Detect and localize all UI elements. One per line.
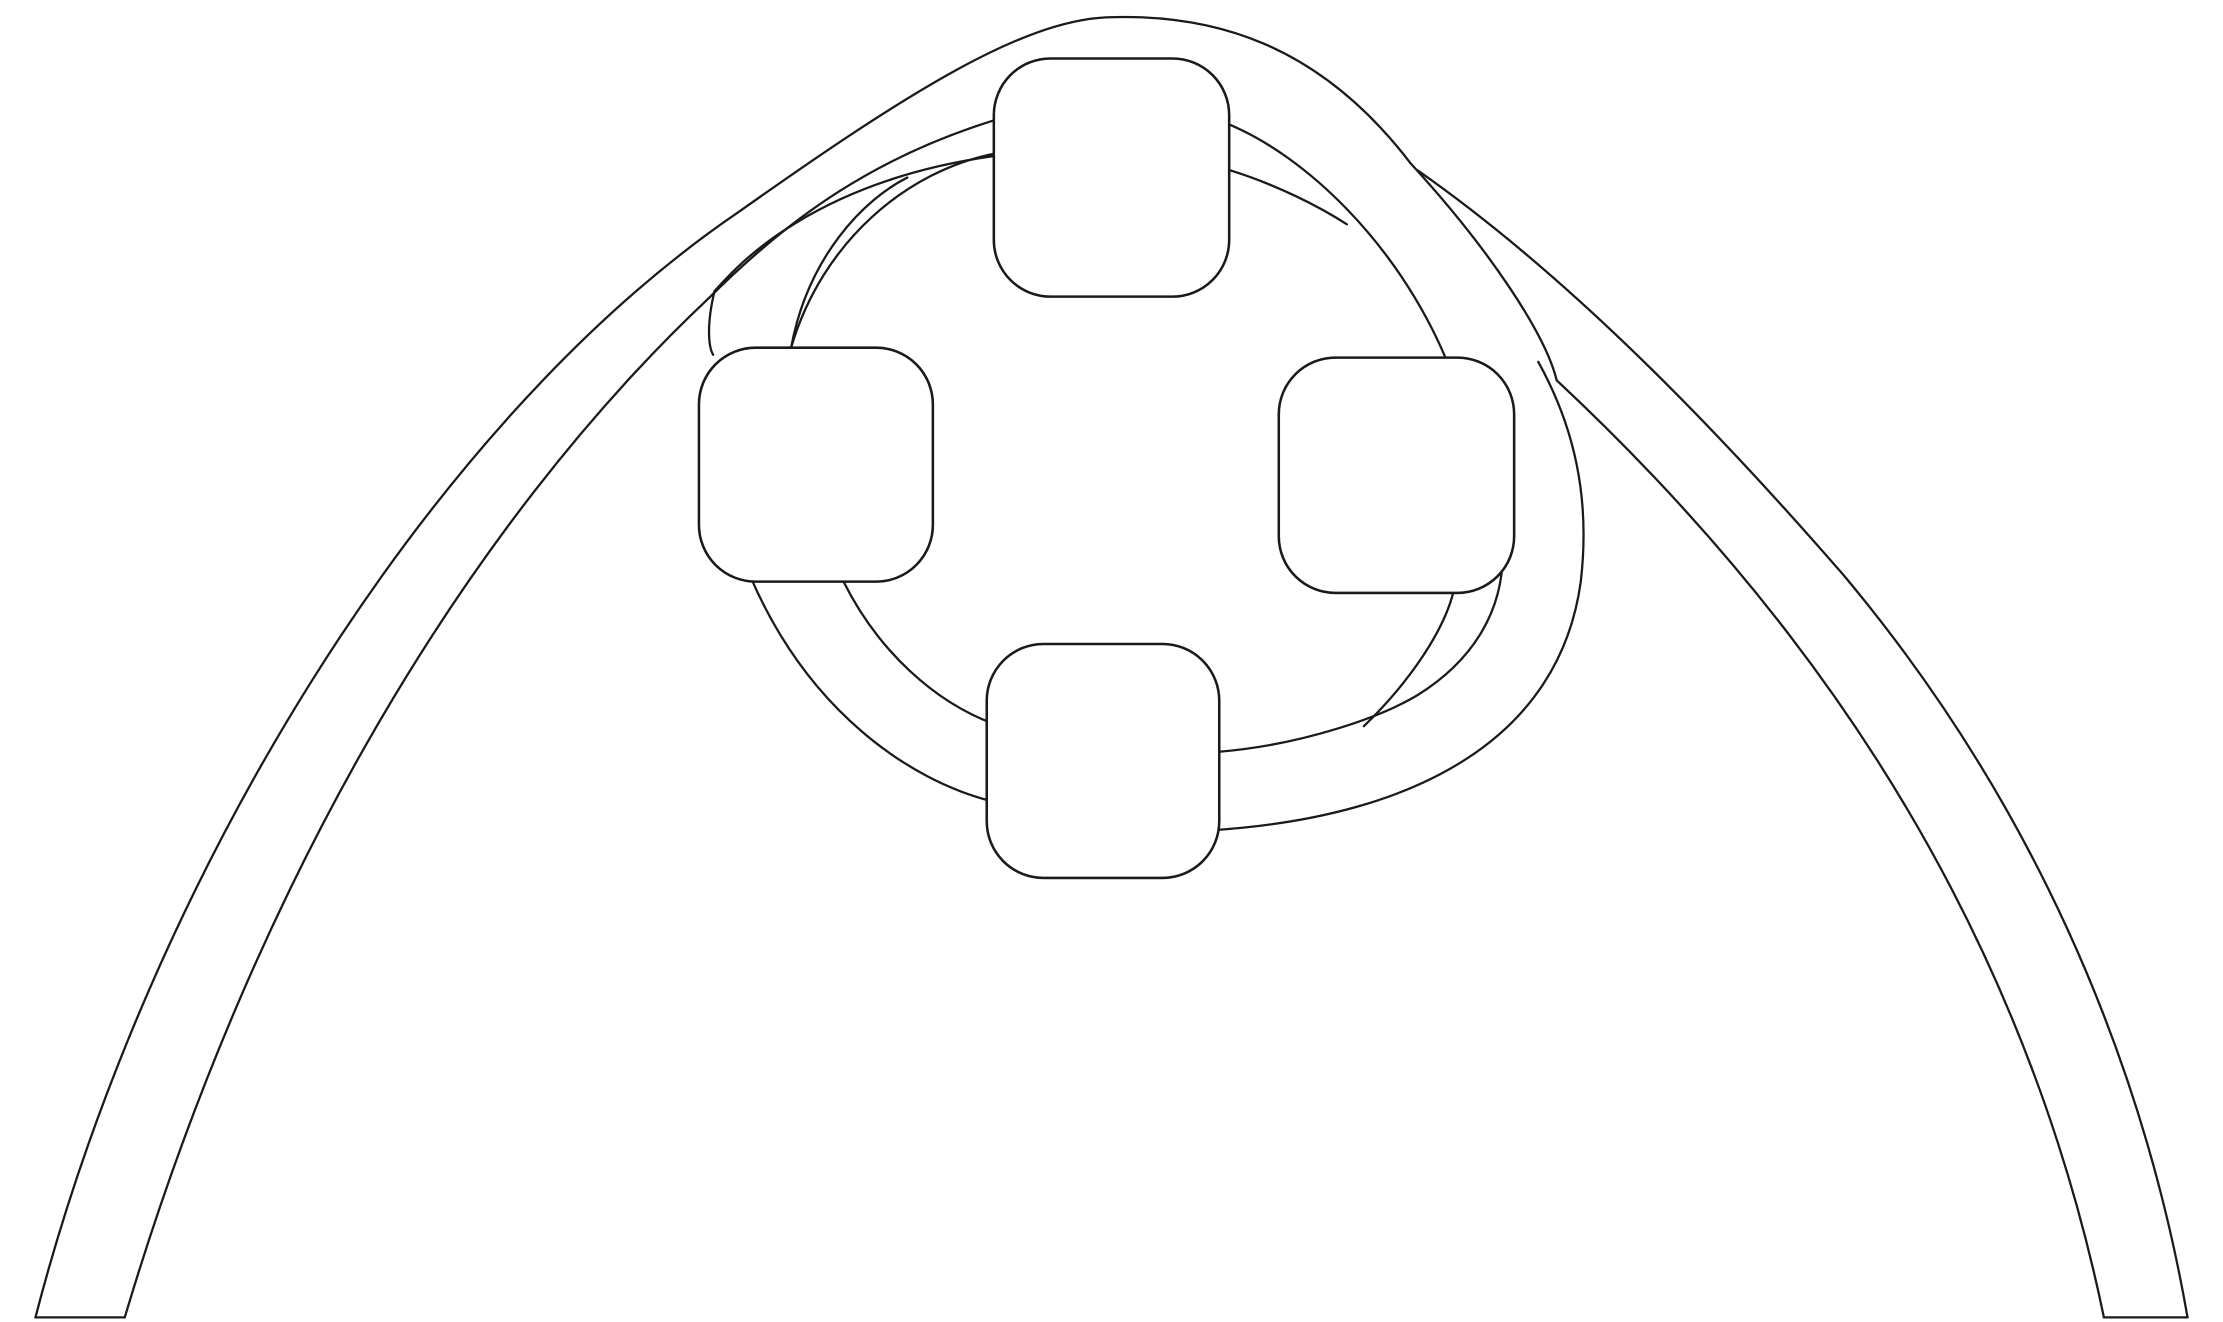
pad-right	[1279, 358, 1514, 593]
arch-right-inner-curve	[1411, 163, 2104, 1317]
arch-inner-upper-curve	[709, 121, 993, 298]
arch-right-outer-curve	[1418, 170, 2188, 1317]
pad-left	[699, 348, 933, 582]
pad-top	[994, 58, 1229, 296]
arch-inner-curve	[125, 298, 709, 1317]
pad-bottom	[987, 644, 1220, 878]
